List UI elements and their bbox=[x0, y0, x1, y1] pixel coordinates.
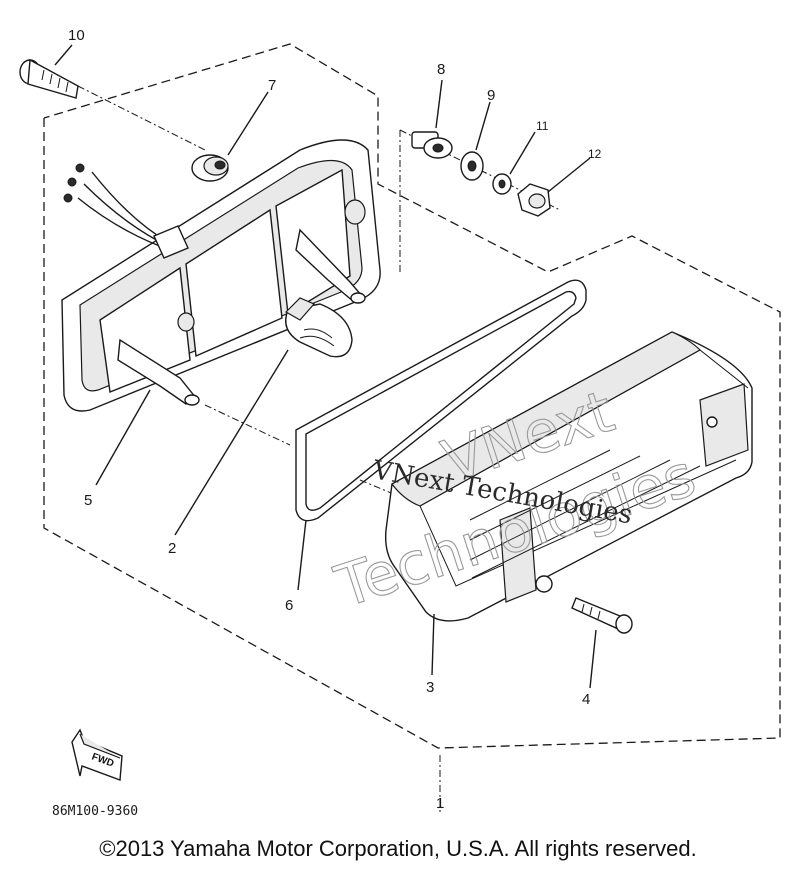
callout-1: 1 bbox=[436, 795, 444, 812]
callout-2: 2 bbox=[168, 540, 176, 557]
screw-part-4 bbox=[571, 597, 633, 689]
callout-6: 6 bbox=[285, 597, 293, 614]
exploded-parts-diagram: FWD VNext Technologies VNext Technologie… bbox=[19, 27, 781, 819]
callout-5: 5 bbox=[84, 492, 92, 509]
washer-part-9 bbox=[460, 101, 491, 181]
callout-11: 11 bbox=[536, 119, 549, 133]
lens-hatching bbox=[469, 449, 701, 579]
callout-12: 12 bbox=[588, 147, 602, 161]
callout-3: 3 bbox=[426, 679, 434, 696]
bulb-part-2 bbox=[174, 297, 353, 536]
callout-9: 9 bbox=[487, 87, 495, 104]
assembly-guide-lines bbox=[77, 85, 561, 815]
forward-direction-arrow-icon: FWD bbox=[71, 728, 123, 781]
gasket-part-6 bbox=[295, 279, 587, 591]
diagram-part-code: 86M100-9360 bbox=[52, 804, 138, 819]
nut-part-12 bbox=[517, 157, 591, 217]
lock-washer-part-11 bbox=[492, 131, 536, 195]
callout-8: 8 bbox=[437, 61, 445, 78]
copyright-notice: ©2013 Yamaha Motor Corporation, U.S.A. A… bbox=[99, 836, 697, 861]
lens-part-3 bbox=[384, 331, 753, 676]
grommet-part-7 bbox=[191, 91, 269, 182]
callout-10: 10 bbox=[68, 27, 85, 44]
bolt-part-10 bbox=[19, 44, 79, 99]
assembly-boundary-outline bbox=[43, 43, 781, 749]
collar-part-8 bbox=[411, 79, 453, 159]
callout-4: 4 bbox=[582, 691, 590, 708]
callout-7: 7 bbox=[268, 77, 276, 94]
tail-light-base-housing bbox=[61, 139, 381, 486]
